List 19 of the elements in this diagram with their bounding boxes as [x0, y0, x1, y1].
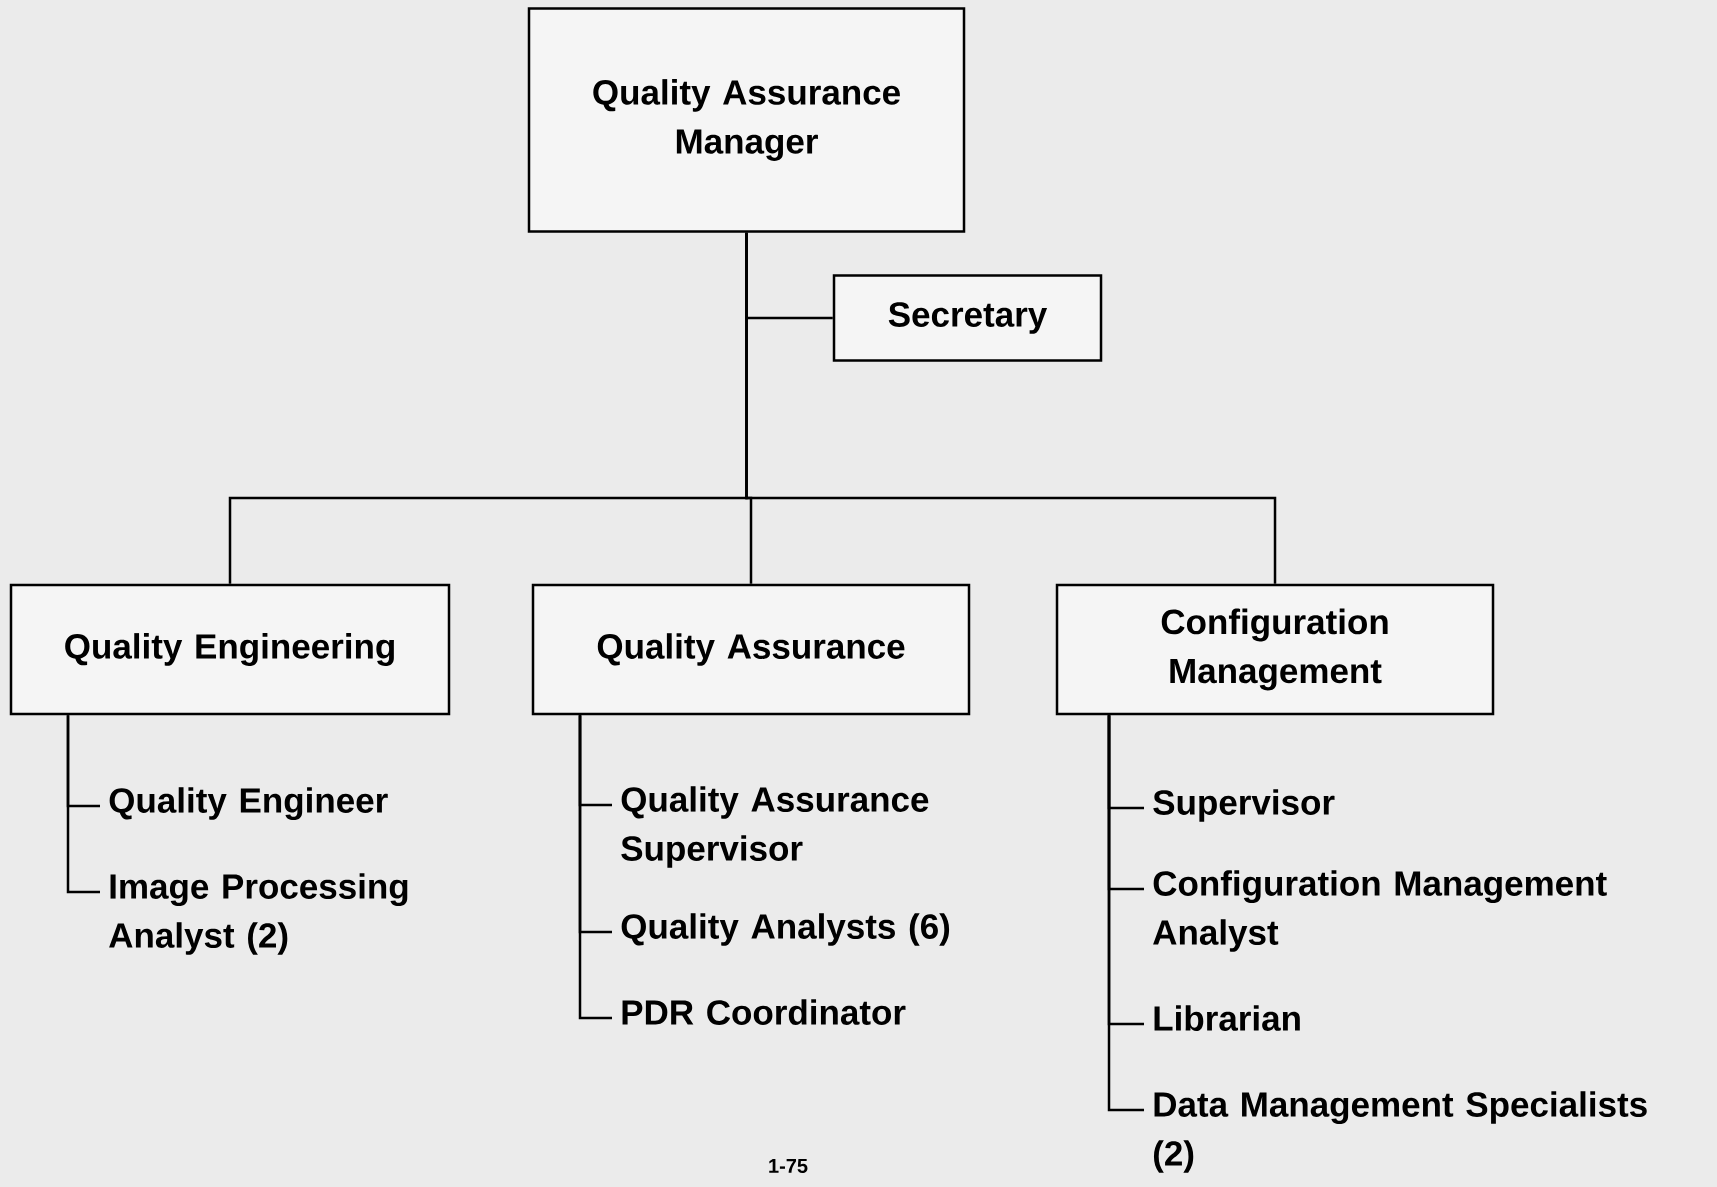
org-box: Quality Assurance [531, 583, 971, 716]
page-number: 1-75 [769, 1159, 808, 1173]
connector-line [66, 715, 100, 894]
connector-line [1107, 715, 1144, 1112]
position-label: Configuration Management Analyst [1153, 870, 1607, 952]
connector-line [745, 232, 1277, 584]
position-label: Supervisor [1153, 789, 1335, 822]
position-label: Librarian [1154, 1005, 1300, 1031]
org-box: Quality Assurance Manager [527, 7, 966, 233]
position-label: Quality Engineer [109, 787, 388, 820]
org-box: Configuration Management [1055, 583, 1495, 716]
position-label: Quality Assurance Supervisor [621, 786, 929, 868]
org-box: Secretary [832, 274, 1103, 362]
position-label: Image Processing Analyst (2) [109, 873, 408, 955]
position-label: PDR Coordinator [622, 999, 906, 1025]
connector-line [578, 715, 612, 1020]
position-label: Data Management Specialists (2) [1153, 1091, 1647, 1173]
position-label: Quality Analysts (6) [621, 913, 950, 946]
org-box: Quality Engineering [9, 583, 451, 716]
